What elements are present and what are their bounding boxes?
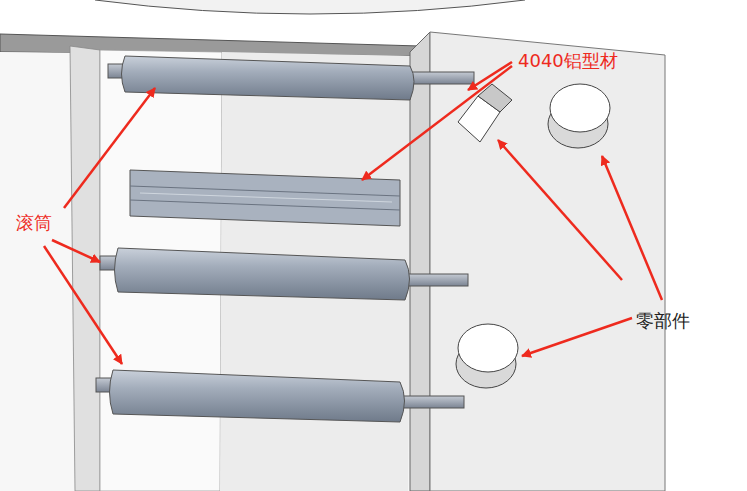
part-label: 4040铝型材: [518, 50, 618, 72]
part-label: 零部件: [636, 310, 690, 332]
part-label: 滚筒: [16, 212, 52, 234]
